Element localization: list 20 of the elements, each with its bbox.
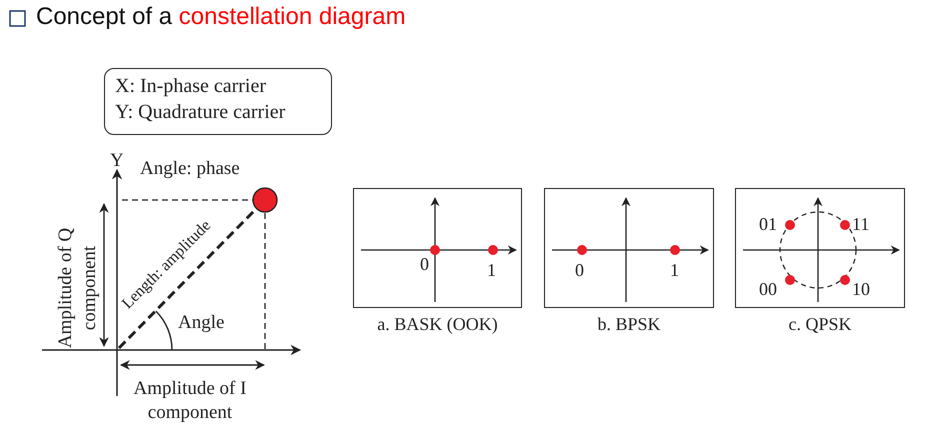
title: Concept of a constellation diagram	[36, 3, 406, 31]
plot-caption: a. BASK (OOK)	[376, 313, 499, 335]
dimension-label: Amplitude of Q component	[54, 226, 101, 350]
angle-label: Angle: phase	[140, 158, 240, 180]
point-label: 01	[759, 213, 777, 235]
angle-label: Angle	[178, 312, 224, 334]
point-label: 0	[575, 259, 584, 281]
point-label: 00	[759, 278, 777, 300]
note-text: X: In-phase carrier	[115, 75, 266, 97]
point-label: 0	[420, 253, 429, 275]
point-label: 11	[852, 213, 870, 235]
plot-caption: c. QPSK	[787, 313, 852, 335]
point-label: 1	[670, 259, 679, 281]
note-text: Y: Quadrature carrier	[115, 101, 286, 123]
plot-caption: b. BPSK	[596, 313, 662, 335]
point-label: 10	[852, 278, 870, 300]
dimension-label: Amplitude of I component	[132, 377, 248, 425]
point-label: 1	[487, 259, 496, 281]
axis-label: Y	[110, 150, 124, 172]
note-box	[104, 68, 332, 135]
